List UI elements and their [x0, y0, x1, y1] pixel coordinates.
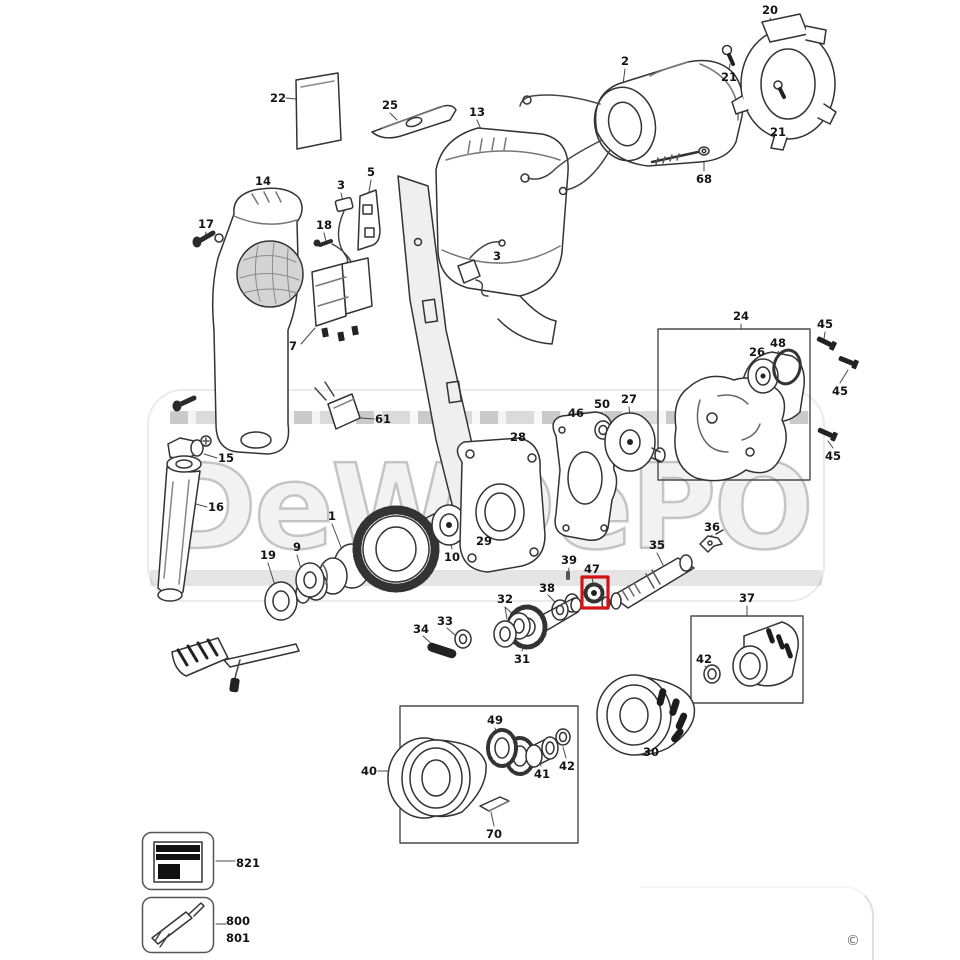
- part-8-brush: [171, 637, 300, 693]
- part-42-ring-a: [703, 664, 721, 684]
- part-45-screws: [816, 336, 859, 442]
- part-1-armature: [295, 505, 440, 604]
- part-33-ring: [454, 629, 472, 649]
- watermark-corner-fragment: [640, 886, 874, 960]
- legend-sticker-box: [141, 831, 215, 891]
- part-68-screw: [650, 146, 710, 165]
- part-22-sheet: [295, 72, 342, 150]
- part-36-clip: [699, 529, 724, 553]
- part-30-clutch-sleeve: [596, 674, 696, 756]
- part-32-washers: [493, 612, 531, 648]
- part-3-clip: [334, 196, 354, 267]
- part-27-disc: [604, 412, 666, 472]
- part-39-pin: [566, 571, 570, 580]
- part-41-cylinder: [525, 736, 559, 768]
- part-5-brush-holder: [357, 189, 381, 251]
- part-35-spindle: [601, 554, 695, 610]
- part-16-cord-guard: [157, 455, 202, 602]
- part-19-washer: [264, 581, 298, 621]
- assembly-box-37: [690, 615, 804, 704]
- part-40-ring-gear: [387, 737, 487, 819]
- part-25-baffle: [371, 104, 457, 139]
- part-21-screw-a: [721, 44, 735, 66]
- part-24-gear-case: [674, 351, 805, 482]
- part-3-brush-spring: [457, 239, 506, 297]
- part-47-gear: [583, 582, 605, 604]
- part-61-connector: [314, 381, 361, 430]
- part-70-key: [479, 796, 510, 812]
- part-28-gear-plate: [456, 437, 546, 573]
- part-20-brush-ring: [731, 13, 837, 151]
- legend-grease-box: [141, 896, 215, 954]
- part-46-gasket: [552, 411, 618, 541]
- part-34-roll-pin: [427, 642, 457, 659]
- part-10-bearing: [431, 504, 467, 546]
- part-21-screw-b: [773, 80, 786, 99]
- grease-tube-icon: [151, 902, 205, 948]
- part-26-bearing: [747, 358, 779, 394]
- assembly-box-24: [657, 328, 811, 481]
- copyright-mark: ©: [846, 933, 860, 949]
- part-17-screw: [192, 230, 216, 248]
- part-48-oring: [772, 348, 802, 386]
- screw-unlabeled: [172, 395, 197, 412]
- highlight-box-part-47: [580, 575, 610, 610]
- watermark-border: [147, 389, 825, 602]
- part-2-field: [519, 59, 744, 196]
- part-42-ring-b: [555, 728, 571, 746]
- part-9-rings: [295, 562, 328, 598]
- watermark-band-top: [170, 411, 810, 424]
- part-14-handle: [211, 187, 304, 455]
- label-sticker-icon: [156, 845, 200, 879]
- part-7-switch: [311, 257, 373, 342]
- part-15-cord-clamp: [167, 435, 212, 461]
- part-37-collet: [732, 621, 799, 687]
